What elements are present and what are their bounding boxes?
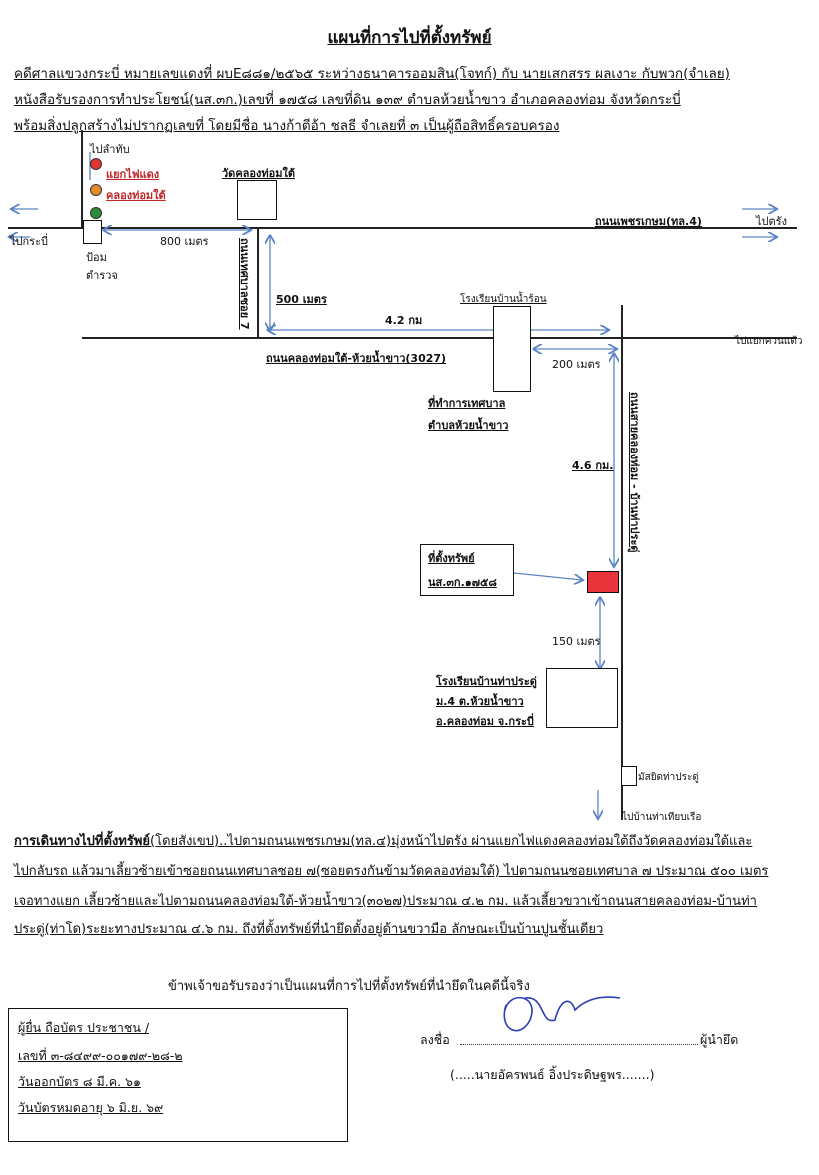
label-wat: วัดคลองท่อมใต้ (222, 167, 296, 180)
label-khlong-thom-tai: คลองท่อมใต้ (106, 189, 166, 202)
directions-line-1: การเดินทางไปที่ตั้งทรัพย์(โดยสังเขป)..ไป… (14, 834, 753, 849)
label-200m: 200 เมตร (552, 358, 601, 371)
directions-line-3: เจอทางแยก เลี้ยวซ้ายและไปตามถนนคลองท่อมใ… (14, 894, 757, 909)
yellow-light-icon (90, 184, 102, 196)
certification: ข้าพเจ้าขอรับรองว่าเป็นแผนที่การไปที่ตั้… (168, 979, 530, 994)
label-to-trang: ไปตรัง (756, 215, 787, 228)
id-line-1: ผู้ยื่น ถือบัตร ประชาชน / (18, 1020, 150, 1035)
green-light-icon (90, 207, 102, 219)
id-line-3: วันออกบัตร ๘ มี.ค. ๖๑ (18, 1074, 141, 1089)
id-line-4: วันบัตรหมดอายุ ๖ มิ.ย. ๖๙ (18, 1100, 164, 1115)
label-police-2: ตำรวจ (86, 269, 118, 282)
signer-role: ผู้นำยึด (700, 1032, 739, 1047)
label-4-6km: 4.6 กม. (572, 459, 614, 472)
label-school-2-1: โรงเรียนบ้านท่าประดู่ (436, 675, 537, 688)
police-box (83, 220, 102, 244)
page-title: แผนที่การไปที่ตั้งทรัพย์ (327, 28, 492, 48)
id-box (8, 1008, 348, 1142)
label-500m: 500 เมตร (276, 293, 327, 306)
label-4-2km: 4.2 กม (385, 314, 423, 327)
label-school-2-2: ม.4 ต.ห้วยน้ำขาว (436, 695, 524, 708)
signature-scribble (503, 996, 621, 1032)
label-soi-road: ถนนเทศบาลซอย 7 (238, 238, 251, 330)
label-school-2-3: อ.คลองท่อม จ.กระบี่ (436, 715, 534, 728)
sign-label: ลงชื่อ (420, 1032, 450, 1047)
red-light-icon (90, 158, 102, 170)
label-to-krabi: ไปกระบี่ (10, 235, 48, 248)
owner-line: พร้อมสิ่งปลูกสร้างไม่ปรากฏเลขที่ โดยมีชื… (14, 118, 560, 134)
label-mosque: มัสยิดท่าประดู่ (638, 772, 699, 783)
deed-line: หนังสือรับรองการทำประโยชน์(นส.๓ก.)เลขที่… (14, 92, 681, 108)
directions-line-2: ไปกลับรถ แล้วมาเลี้ยวซ้ายเข้าซอยถนนเทศบา… (14, 864, 769, 879)
signature-line (460, 1044, 698, 1045)
case-line: คดีศาลแขวงกระบี่ หมายเลขแดงที่ ผบE๘๘๑/๒๕… (14, 66, 730, 82)
mosque-building (621, 766, 637, 786)
id-line-2: เลขที่ ๓-๘๔๙๙-๐๐๑๗๙-๒๘-๒ (18, 1048, 183, 1063)
label-property-1: ที่ตั้งทรัพย์ (428, 552, 475, 565)
label-to-khuan-kaeo: ไปแยกควนแต้ว (735, 336, 803, 347)
label-municipal-1: ที่ทำการเทศบาล (428, 397, 506, 410)
school-tha-pradu (546, 668, 618, 728)
label-to-thap: ไปลำทับ (90, 143, 130, 156)
label-police-1: ป้อม (86, 251, 107, 264)
property-callout (420, 544, 514, 596)
label-to-tha-khian-ruea: ไปบ้านท่าเทียบเรือ (622, 812, 702, 823)
label-150m: 150 เมตร (552, 635, 601, 648)
property-marker (587, 571, 619, 593)
label-intersection: แยกไฟแดง (106, 168, 160, 181)
wat-building (237, 180, 277, 220)
label-side-road: ถนนสายคลองท่อม - บ้านท่าประดู่ (628, 392, 641, 553)
label-road-3027: ถนนคลองท่อมใต้-ห้วยน้ำขาว(3027) (266, 352, 447, 365)
label-school-1: โรงเรียนบ้านน้ำร้อน (460, 294, 547, 305)
label-municipal-2: ตำบลห้วยน้ำขาว (428, 419, 509, 432)
directions-line-4: ประดู่(ท่าโด)ระยะทางประมาณ ๔.๖ กม. ถึงที… (14, 922, 604, 937)
label-highway: ถนนเพชรเกษม(ทล.4) (595, 215, 702, 228)
school-nam-ron (493, 306, 531, 392)
signer-name: (.....นายอัครพนธ์ อิ้งประดิษฐพร.......) (450, 1067, 655, 1082)
label-property-2: นส.๓ก.๑๗๕๘ (428, 576, 497, 589)
label-800m: 800 เมตร (160, 235, 209, 248)
